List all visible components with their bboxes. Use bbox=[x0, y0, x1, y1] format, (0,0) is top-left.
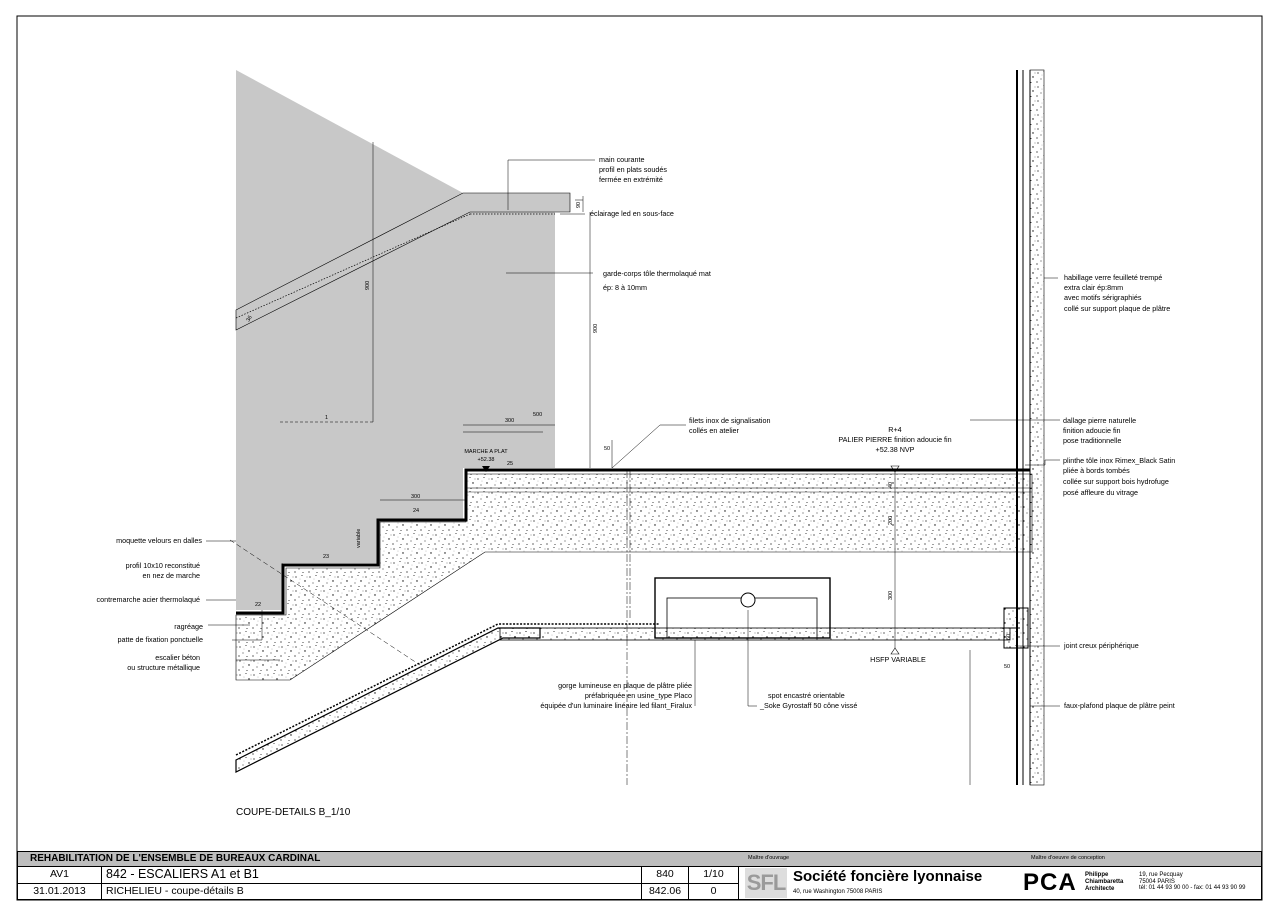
label-plinthe: plinthe tôle inox Rimex_Black Satin plié… bbox=[1063, 456, 1175, 497]
svg-text:posé affleure du vitrage: posé affleure du vitrage bbox=[1063, 488, 1138, 497]
svg-text:24: 24 bbox=[413, 508, 419, 514]
svg-text:+52.38: +52.38 bbox=[478, 457, 495, 463]
svg-text:collés en atelier: collés en atelier bbox=[689, 426, 740, 435]
label-garde-corps: garde-corps tôle thermolaqué mat ép: 8 à… bbox=[603, 269, 711, 292]
svg-text:équipée d'un luminaire linéair: équipée d'un luminaire linéaire led fila… bbox=[540, 701, 692, 710]
label-main-courante: main courante profil en plats soudés fer… bbox=[599, 155, 667, 184]
architect-address: 19, rue Pecquay 75004 PARIS tél: 01 44 9… bbox=[1139, 872, 1246, 891]
label-profil: profil 10x10 reconstitué en nez de march… bbox=[126, 561, 200, 580]
code-2: 842.06 bbox=[642, 884, 689, 900]
svg-text:dallage pierre naturelle: dallage pierre naturelle bbox=[1063, 416, 1136, 425]
maitre-oeuvre-label: Maître d'oeuvre de conception bbox=[1031, 855, 1105, 861]
svg-text:36: 36 bbox=[246, 315, 254, 323]
sheet-title: 842 - ESCALIERS A1 et B1 bbox=[102, 867, 642, 884]
wall-right bbox=[1029, 69, 1045, 786]
label-escalier: escalier béton ou structure métallique bbox=[127, 653, 200, 672]
svg-text:escalier béton: escalier béton bbox=[155, 653, 200, 662]
svg-text:+52.38 NVP: +52.38 NVP bbox=[876, 445, 915, 454]
label-moquette: moquette velours en dalles bbox=[116, 536, 202, 545]
label-marche-a-plat: MARCHE A PLAT +52.38 bbox=[464, 449, 508, 463]
svg-text:ou structure métallique: ou structure métallique bbox=[127, 663, 200, 672]
scale: 1/10 bbox=[689, 867, 739, 884]
svg-text:PALIER PIERRE finition adoucie: PALIER PIERRE finition adoucie fin bbox=[838, 435, 951, 444]
label-hsfp: HSFP VARIABLE bbox=[870, 655, 926, 664]
svg-text:avec motifs sérigraphiés: avec motifs sérigraphiés bbox=[1064, 293, 1142, 302]
index: 0 bbox=[689, 884, 739, 900]
svg-text:1: 1 bbox=[325, 415, 328, 421]
svg-text:préfabriquée en usine_type Pla: préfabriquée en usine_type Placo bbox=[585, 691, 692, 700]
svg-text:90: 90 bbox=[576, 202, 582, 208]
svg-text:collé sur support plaque de pl: collé sur support plaque de plâtre bbox=[1064, 304, 1170, 313]
label-palier: R+4 PALIER PIERRE finition adoucie fin +… bbox=[838, 425, 951, 454]
svg-text:filets inox de signalisation: filets inox de signalisation bbox=[689, 416, 771, 425]
svg-text:pliée à bords tombés: pliée à bords tombés bbox=[1063, 466, 1130, 475]
svg-text:main courante: main courante bbox=[599, 155, 645, 164]
svg-text:profil 10x10 reconstitué: profil 10x10 reconstitué bbox=[126, 561, 200, 570]
label-dallage: dallage pierre naturelle finition adouci… bbox=[1063, 416, 1136, 445]
svg-text:finition adoucie fin: finition adoucie fin bbox=[1063, 426, 1121, 435]
svg-text:60: 60 bbox=[1006, 634, 1012, 640]
svg-text:ép: 8 à 10mm: ép: 8 à 10mm bbox=[603, 283, 647, 292]
label-patte: patte de fixation ponctuelle bbox=[117, 635, 203, 644]
svg-text:300: 300 bbox=[411, 494, 420, 500]
svg-text:variable: variable bbox=[356, 529, 362, 548]
label-gorge: gorge lumineuse en plaque de plâtre plié… bbox=[540, 681, 692, 710]
architect-logo: PCA bbox=[1023, 869, 1077, 896]
client-name: Société foncière lyonnaise bbox=[793, 868, 983, 885]
label-ragreage: ragréage bbox=[174, 622, 203, 631]
svg-text:300: 300 bbox=[505, 418, 514, 424]
leader-lines bbox=[206, 159, 1060, 785]
label-habillage: habillage verre feuilleté trempé extra c… bbox=[1064, 273, 1170, 313]
svg-text:MARCHE A PLAT: MARCHE A PLAT bbox=[464, 449, 508, 455]
svg-text:plinthe tôle inox Rimex_Black: plinthe tôle inox Rimex_Black Satin bbox=[1063, 456, 1175, 465]
dimension-lines bbox=[280, 142, 896, 648]
svg-text:300: 300 bbox=[888, 591, 894, 600]
code-1: 840 bbox=[642, 867, 689, 884]
maitre-ouvrage-label: Maître d'ouvrage bbox=[748, 855, 790, 861]
label-contremarche: contremarche acier thermolaqué bbox=[97, 595, 200, 604]
svg-text:garde-corps tôle thermolaqué m: garde-corps tôle thermolaqué mat bbox=[603, 269, 711, 278]
svg-text:fermée en extrémité: fermée en extrémité bbox=[599, 175, 663, 184]
svg-text:50: 50 bbox=[1004, 664, 1010, 670]
svg-text:900: 900 bbox=[593, 324, 599, 333]
svg-text:collée sur support bois hydrof: collée sur support bois hydrofuge bbox=[1063, 477, 1169, 486]
svg-text:25: 25 bbox=[507, 461, 513, 467]
phase: AV1 bbox=[18, 867, 102, 884]
sheet-subtitle: RICHELIEU - coupe-détails B bbox=[102, 884, 642, 900]
svg-text:900: 900 bbox=[365, 281, 371, 290]
title-block: REHABILITATION DE L'ENSEMBLE DE BUREAUX … bbox=[17, 851, 1262, 900]
label-faux-plafond: faux-plafond plaque de plâtre peint bbox=[1064, 701, 1175, 710]
sheet-frame bbox=[16, 15, 1263, 901]
svg-text:profil en plats soudés: profil en plats soudés bbox=[599, 165, 667, 174]
client-logo: SFL bbox=[745, 868, 787, 898]
project-title: REHABILITATION DE L'ENSEMBLE DE BUREAUX … bbox=[30, 853, 321, 864]
spot-light bbox=[740, 592, 756, 608]
label-filets: filets inox de signalisation collés en a… bbox=[689, 416, 771, 435]
svg-text:200: 200 bbox=[888, 516, 894, 525]
date: 31.01.2013 bbox=[18, 884, 102, 900]
client-address: 40, rue Washington 75008 PARIS bbox=[793, 889, 883, 895]
label-joint: joint creux périphérique bbox=[1063, 641, 1139, 650]
svg-text:23: 23 bbox=[323, 554, 329, 560]
svg-text:50: 50 bbox=[604, 446, 610, 452]
svg-text:40: 40 bbox=[888, 482, 894, 488]
dimension-texts: 90 900 900 36 1 300 500 50 25 300 24 23 … bbox=[246, 202, 1012, 670]
svg-text:_Soke Gyrostaff 50 cône vissé: _Soke Gyrostaff 50 cône vissé bbox=[759, 701, 857, 710]
svg-text:pose traditionnelle: pose traditionnelle bbox=[1063, 436, 1121, 445]
svg-text:en nez de marche: en nez de marche bbox=[142, 571, 200, 580]
svg-text:gorge lumineuse en plaque de p: gorge lumineuse en plaque de plâtre plié… bbox=[558, 681, 692, 690]
svg-text:500: 500 bbox=[533, 412, 542, 418]
title-band: REHABILITATION DE L'ENSEMBLE DE BUREAUX … bbox=[18, 852, 1261, 867]
label-eclairage: éclairage led en sous-face bbox=[590, 209, 674, 218]
svg-text:extra clair ép:8mm: extra clair ép:8mm bbox=[1064, 283, 1123, 292]
svg-text:R+4: R+4 bbox=[888, 425, 901, 434]
svg-text:22: 22 bbox=[255, 602, 261, 608]
architect-name: Philippe Chiambaretta Architecte bbox=[1085, 872, 1124, 892]
drawing-caption: COUPE-DETAILS B_1/10 bbox=[236, 807, 351, 818]
label-spot: spot encastré orientable _Soke Gyrostaff… bbox=[759, 691, 857, 710]
svg-text:habillage verre feuilleté trem: habillage verre feuilleté trempé bbox=[1064, 273, 1162, 282]
svg-text:spot encastré orientable: spot encastré orientable bbox=[768, 691, 845, 700]
handrail bbox=[235, 192, 571, 331]
